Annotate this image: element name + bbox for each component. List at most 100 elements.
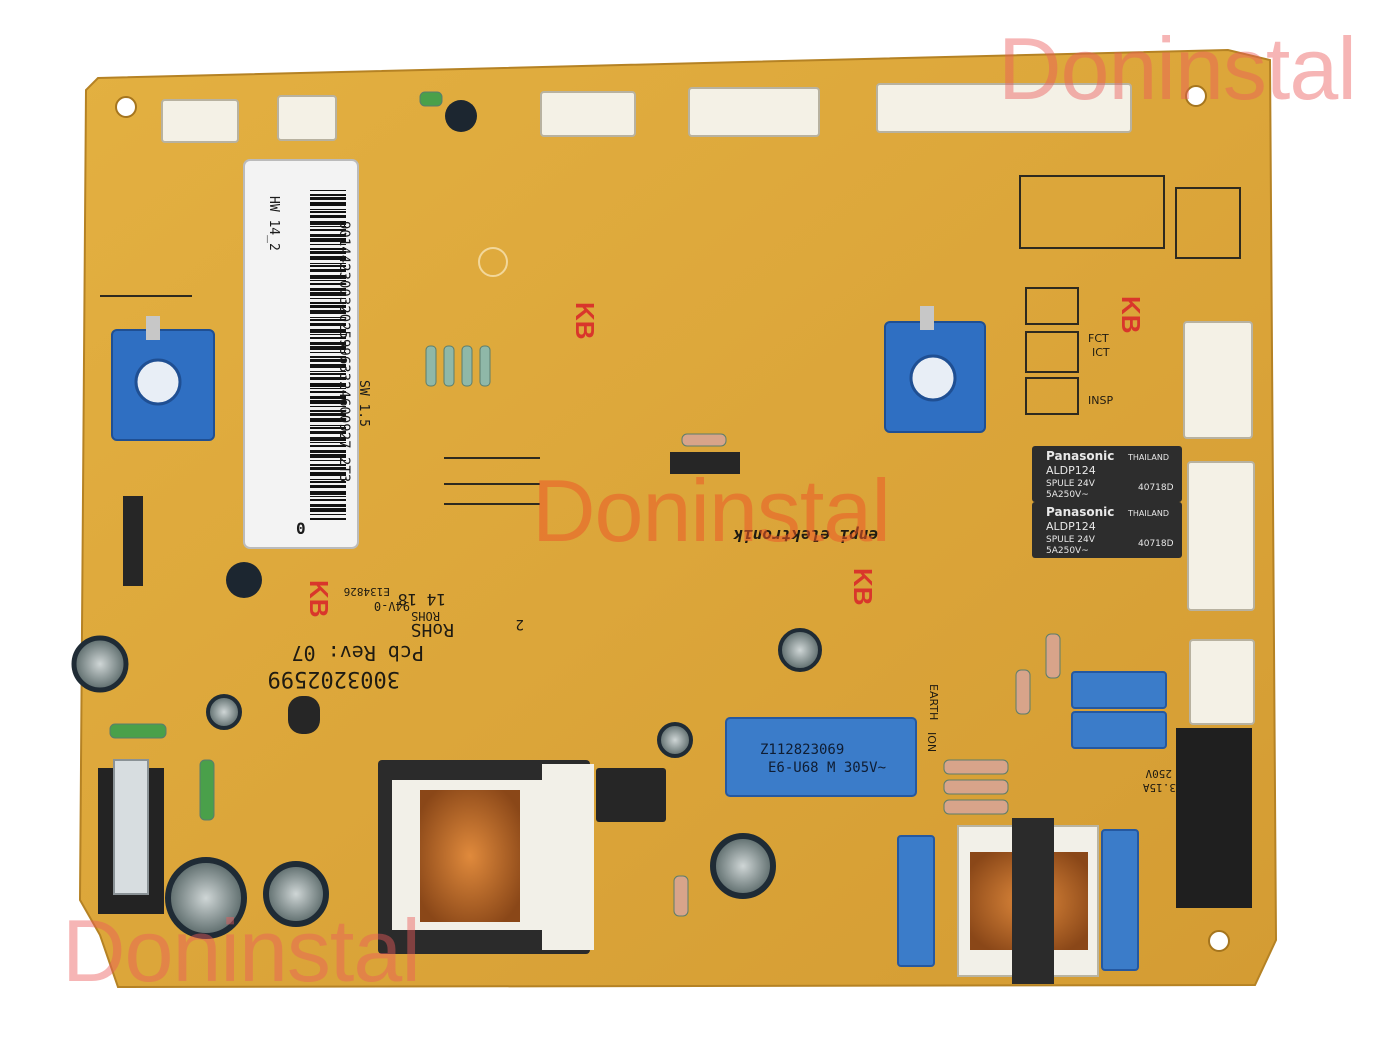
resistors	[109, 91, 1061, 917]
relay-coil: SPULE 24V	[1046, 479, 1096, 489]
potentiometer-right	[884, 306, 986, 433]
pcb-version-digit: 2	[516, 616, 524, 632]
ics-and-headers	[123, 452, 740, 822]
relay-code: 40718D	[1138, 483, 1174, 493]
barcode-bar	[310, 418, 346, 422]
barcode-bar	[310, 292, 346, 296]
barcode-bar	[310, 283, 346, 285]
relay-brand: Panasonic	[1046, 449, 1114, 463]
silkscreen-outlines	[100, 175, 1241, 505]
barcode-bar	[310, 202, 346, 206]
barcode-bar	[310, 518, 346, 520]
barcode-bar	[310, 442, 346, 443]
barcode-bar	[310, 221, 346, 225]
barcode-bar	[310, 467, 346, 470]
barcode-bar	[310, 406, 346, 407]
relay-rating: 5A250V~	[1046, 490, 1089, 500]
sticker-mark: 0	[296, 519, 306, 538]
barcode-bar	[310, 244, 346, 245]
barcode-bar	[310, 248, 346, 250]
barcode-bar	[310, 450, 346, 453]
x2-cap-text: Z112823069 E6-U68 M 305V~	[760, 742, 886, 776]
fuse-rating: 3.15A	[1143, 781, 1176, 794]
sticker-serial: 901442300320259963324600927 2T3	[336, 221, 352, 482]
x2-cap-code: Z112823069	[760, 742, 844, 758]
mains-terminal	[1176, 728, 1252, 908]
barcode-bar	[310, 508, 346, 512]
barcode-bar	[310, 280, 346, 281]
barcode-bar	[310, 215, 346, 218]
barcode-bar	[310, 373, 346, 375]
pcb-rohs: RoHS	[411, 619, 454, 640]
barcode-bar	[310, 460, 346, 461]
potentiometer-left	[111, 316, 215, 441]
barcode-bar	[310, 356, 346, 358]
barcode-bar	[310, 310, 346, 314]
barcode-bar	[310, 337, 346, 339]
barcode-bar	[310, 352, 346, 353]
pcb-board	[78, 48, 1278, 989]
sticker-hw: HW 14_2	[266, 196, 281, 251]
fuse-text: 3.15A 250V	[1143, 767, 1176, 794]
barcode-bar	[310, 251, 346, 254]
barcode-bar	[310, 454, 346, 458]
test-label-fct: FCT	[1088, 332, 1109, 345]
test-label-ion: ION	[925, 732, 938, 752]
test-point-labels: FCT ICT INSP ION EARTH	[925, 332, 1113, 752]
barcode-bar	[310, 391, 346, 393]
pcb-part-number: 3003202599	[268, 666, 400, 691]
relay2-model: ALDP124	[1046, 520, 1096, 533]
pcb-date-code: 14 18	[398, 590, 446, 609]
barcode-bar	[310, 400, 346, 404]
relay2-brand: Panasonic	[1046, 505, 1114, 519]
relay2-code: 40718D	[1138, 539, 1174, 549]
barcode-bar	[310, 485, 346, 488]
y-capacitors	[897, 671, 1167, 971]
test-label-insp: INSP	[1088, 394, 1113, 407]
barcode-bar	[310, 275, 346, 279]
barcode-bar	[310, 319, 346, 321]
barcode-bar	[310, 342, 346, 345]
barcode-bar	[310, 323, 346, 326]
x2-cap-spec: E6-U68 M 305V~	[768, 760, 886, 776]
barcode-bar	[310, 481, 346, 483]
pcb-flammability: 94V-0	[374, 599, 410, 613]
test-label-ict: ICT	[1092, 346, 1110, 359]
barcode-bar	[310, 499, 346, 501]
kb-mark: KB	[304, 580, 334, 618]
kb-marks: KB KB KB KB	[304, 296, 1146, 618]
line-choke	[957, 818, 1099, 984]
pcb-revision: Pcb Rev: 07	[292, 641, 424, 665]
barcode-bar	[310, 377, 346, 380]
electrolytic-capacitors	[71, 100, 822, 939]
barcode-bar	[310, 288, 346, 291]
sticker-sw: SW 1.5	[356, 380, 371, 427]
relay-text: Panasonic THAILAND ALDP124 SPULE 24V 5A2…	[1046, 449, 1174, 556]
kb-mark: KB	[1116, 296, 1146, 334]
barcode-bar	[310, 388, 346, 389]
barcode-bar	[310, 190, 346, 191]
pcb-ul-code: E134826	[344, 585, 390, 598]
barcode-bar	[310, 496, 346, 497]
relay-origin: THAILAND	[1127, 453, 1169, 462]
barcode-bar	[310, 269, 346, 272]
test-label-earth: EARTH	[927, 684, 940, 720]
barcode-bar	[310, 437, 346, 441]
transformer	[378, 760, 594, 954]
barcode-bar	[310, 514, 346, 515]
right-connectors	[1183, 321, 1255, 725]
barcode-bar	[310, 265, 346, 267]
kb-mark: KB	[570, 302, 600, 340]
barcode-bar	[310, 209, 346, 210]
barcode-bar	[310, 194, 346, 196]
barcode-bar	[310, 445, 346, 447]
barcode-bar	[310, 226, 346, 227]
barcode-bar	[310, 256, 346, 260]
relay2-rating: 5A250V~	[1046, 546, 1089, 556]
silkscreen-text: 3003202599 Pcb Rev: 07 RoHS 14 18 94V-0 …	[268, 526, 878, 691]
barcode-bar	[310, 197, 346, 200]
barcode-bar	[310, 263, 346, 264]
barcode-bar	[310, 491, 346, 495]
